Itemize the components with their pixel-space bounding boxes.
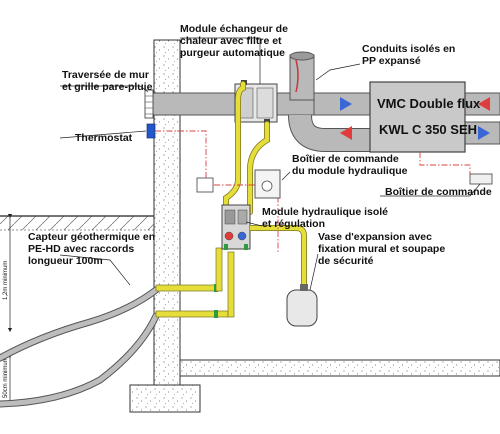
arrow-red-out <box>340 126 352 140</box>
wall-crossing-grille <box>144 89 154 119</box>
geothermal-collector <box>0 286 160 408</box>
dimension-50cm: 50cm minimum <box>3 353 13 407</box>
airflow-arrows <box>340 97 490 140</box>
vmc-title: VMC Double flux <box>377 96 481 111</box>
expansion-vessel <box>250 225 318 327</box>
label-exchanger-3: purgeur automatique <box>180 47 285 59</box>
dimension-1-2m: 1,2m minimum <box>3 213 13 333</box>
label-module-hydraulique-2: et régulation <box>262 218 325 230</box>
leader-lines <box>59 37 481 291</box>
label-conduits-2: PP expansé <box>362 55 421 67</box>
label-capteur-2: PE-HD avec raccords <box>28 243 134 255</box>
label-vase-2: fixation mural et soupape <box>318 243 445 255</box>
label-vase-1: Vase d'expansion avec <box>318 231 432 243</box>
vmc-control-box <box>469 173 493 185</box>
label-traversee-1: Traversée de mur <box>62 69 149 81</box>
label-capteur-1: Capteur géothermique en <box>28 231 155 243</box>
label-traversee-2: et grille pare-pluie <box>62 81 153 93</box>
label-exchanger-1: Module échangeur de <box>180 23 288 35</box>
svg-text:1,2m minimum: 1,2m minimum <box>3 261 9 300</box>
label-boitier-commande: Boîtier de commande <box>385 186 492 198</box>
label-thermostat: Thermostat <box>75 132 133 144</box>
label-exchanger-2: chaleur avec filtre et <box>180 35 282 47</box>
label-module-hydraulique-1: Module hydraulique isolé <box>262 206 388 218</box>
hydraulic-control-box <box>196 169 281 199</box>
ground-surface <box>0 215 154 231</box>
basement-wall <box>153 39 181 386</box>
label-vase-3: de sécurité <box>318 255 374 267</box>
label-boitier-hydraulique-2: du module hydraulique <box>292 165 408 177</box>
label-boitier-hydraulique-1: Boîtier de commande <box>292 153 399 165</box>
thermostat-device <box>146 123 156 139</box>
floor-slab <box>179 359 500 377</box>
label-capteur-3: longueur 100m <box>28 255 103 267</box>
label-conduits-1: Conduits isolés en <box>362 43 455 55</box>
labels: Module échangeur de chaleur avec filtre … <box>28 23 492 267</box>
air-duct-system <box>149 51 500 152</box>
ground-loop-connection <box>155 247 235 318</box>
hydraulic-module <box>221 204 251 250</box>
exchanger-hydraulic-pipes <box>223 81 270 215</box>
arrow-blue-right-lower <box>478 126 490 140</box>
control-wiring <box>155 130 471 252</box>
vmc-model: KWL C 350 SEH <box>379 122 477 137</box>
vmc-unit: VMC Double flux KWL C 350 SEH <box>369 81 481 153</box>
svg-text:50cm minimum: 50cm minimum <box>3 357 9 398</box>
arrow-red-right-upper <box>478 97 490 111</box>
arrow-blue-in <box>340 97 352 111</box>
foundation-footing <box>129 384 201 413</box>
